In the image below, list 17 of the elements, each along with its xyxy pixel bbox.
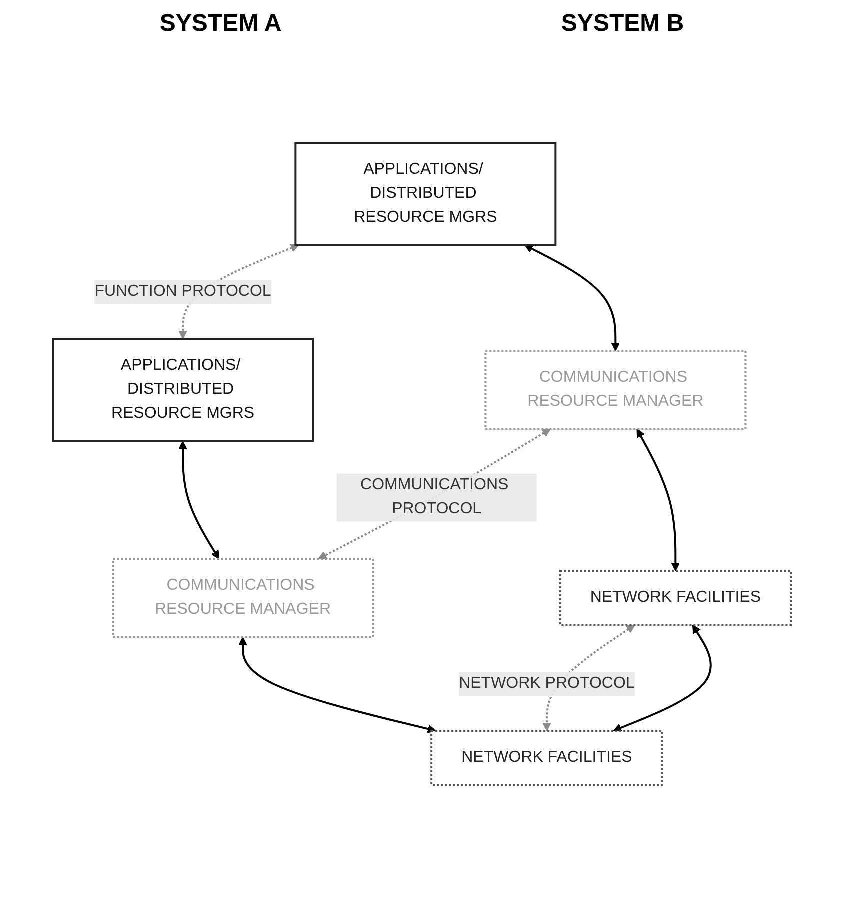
arrow [613,624,712,732]
system-heading: SYSTEM A [160,10,282,38]
system-heading: SYSTEM B [561,10,684,38]
node-box: COMMUNICATIONS RESOURCE MANAGER [112,558,374,638]
arrow [318,428,551,560]
arrow [636,428,680,572]
arrow [238,637,436,734]
node-box: NETWORK FACILITIES [559,570,792,626]
node-box: NETWORK FACILITIES [430,730,664,786]
edge-label: FUNCTION PROTOCOL [94,283,272,300]
arrow [524,244,620,352]
edge-label: COMMUNICATIONS PROTOCOL [360,476,509,518]
edge-label: NETWORK PROTOCOL [459,675,635,692]
node-box: COMMUNICATIONS RESOURCE MANAGER [484,350,747,430]
node-box: APPLICATIONS/ DISTRIBUTED RESOURCE MGRS [52,338,314,442]
arrow [178,441,220,560]
node-box: APPLICATIONS/ DISTRIBUTED RESOURCE MGRS [294,142,557,246]
